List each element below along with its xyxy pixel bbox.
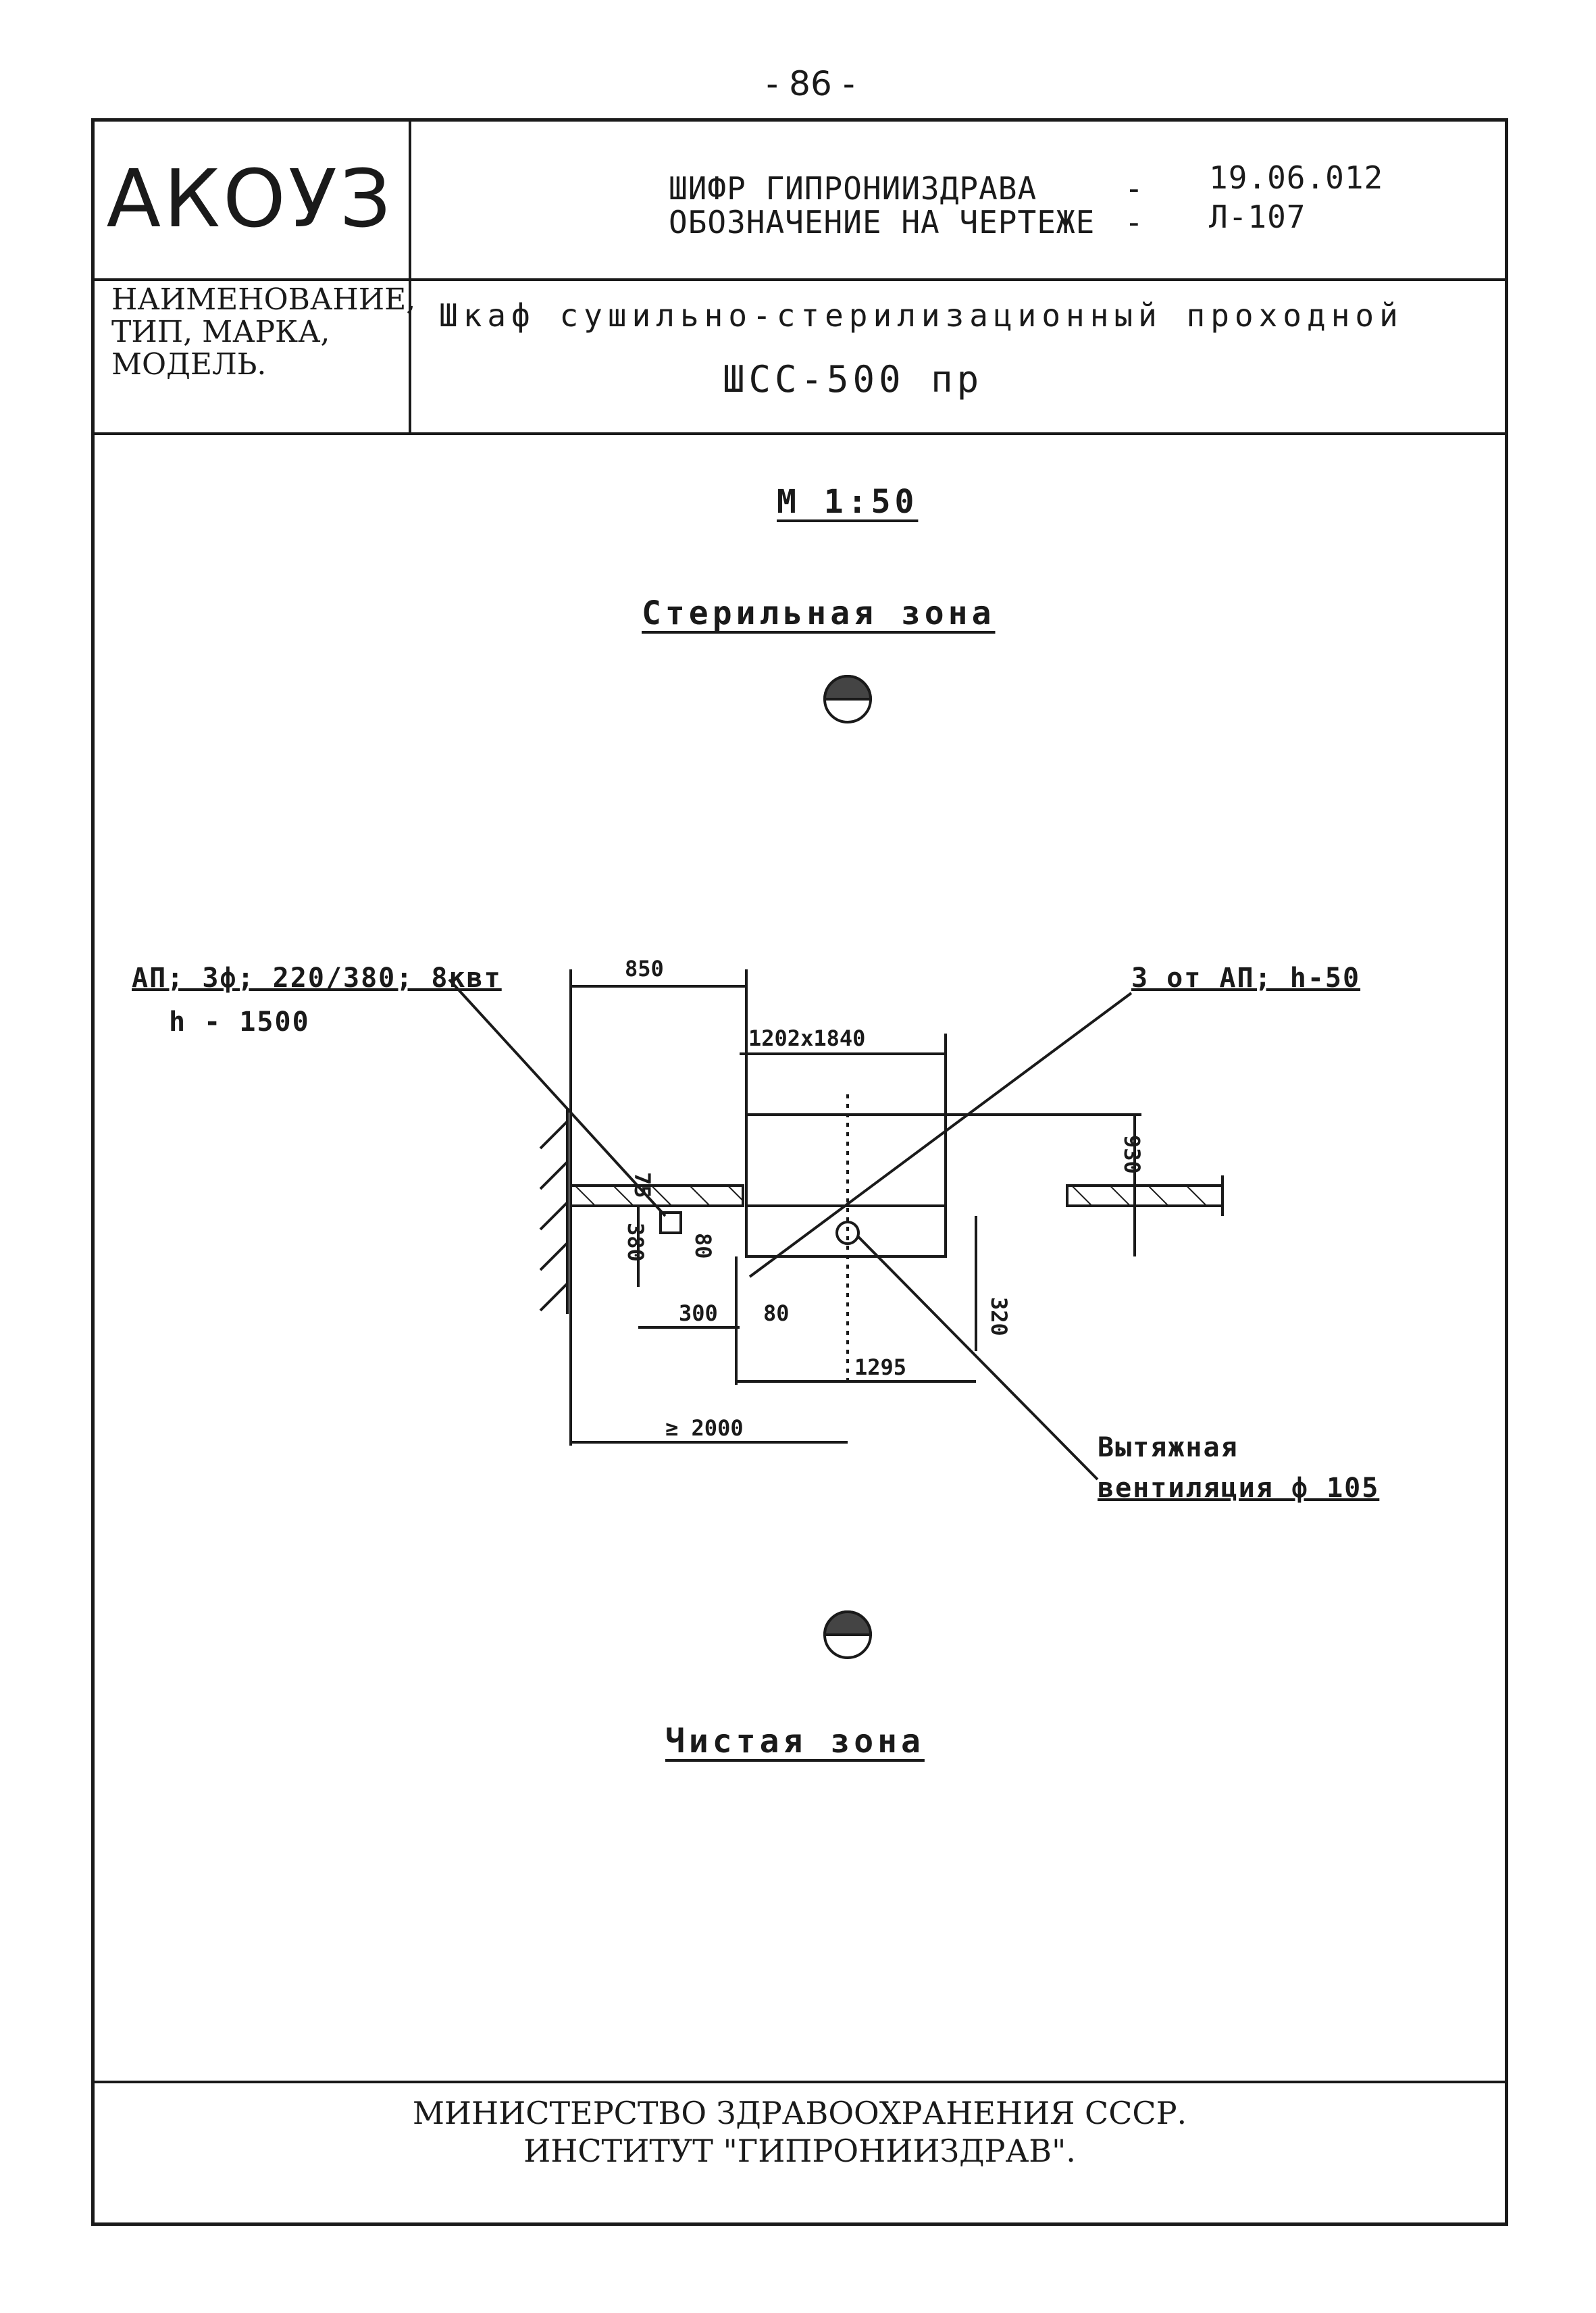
drawing-frame — [91, 118, 1508, 2226]
designation-label: ОБОЗНАЧЕНИЕ НА ЧЕРТЕЖЕ — [669, 204, 1096, 240]
vent-duct — [835, 1221, 860, 1245]
footer-divider — [91, 2081, 1508, 2083]
dim-1295-label: 1295 — [854, 1354, 906, 1380]
footer-institute: ИНСТИТУТ "ГИПРОНИИЗДРАВ". — [523, 2133, 1076, 2169]
dim-75-label: 75 — [629, 1172, 655, 1198]
equipment-title: Шкаф сушильно-стерилизационный проходной — [439, 297, 1404, 334]
cabinet-outline — [745, 1113, 947, 1258]
designation-value: Л-107 — [1209, 199, 1306, 235]
dim-300-label: 300 — [679, 1300, 718, 1326]
name-label-line: ТИП, МАРКА, — [111, 315, 330, 349]
org-code: АКОУЗ — [106, 152, 394, 245]
dim-320-label: 320 — [986, 1297, 1012, 1336]
sterile-zone-marker — [823, 675, 873, 723]
cipher-value: 19.06.012 — [1209, 159, 1384, 196]
cabinet-lower-outline — [745, 1204, 947, 1258]
dim-80-vertical-label: 80 — [690, 1233, 716, 1259]
dim-930-label: 930 — [1119, 1135, 1145, 1174]
dim-850-label: 850 — [625, 956, 664, 982]
vent-note-line2: вентиляция ф 105 — [1098, 1473, 1380, 1504]
drawing-scale: М 1:50 — [777, 483, 919, 521]
name-label-line: НАИМЕНОВАНИЕ, — [111, 282, 416, 317]
cipher-label: ШИФР ГИПРОНИИЗДРАВА — [669, 170, 1037, 207]
header-divider-2 — [91, 432, 1508, 435]
partition-wall-left — [569, 1184, 744, 1207]
clean-zone-label: Чистая зона — [665, 1723, 925, 1760]
dim-2000-label: ≥ 2000 — [665, 1415, 744, 1441]
cipher-dash: - — [1125, 170, 1144, 207]
clean-zone-marker — [823, 1610, 873, 1659]
power-supply-note: АП; 3ф; 220/380; 8квт — [132, 963, 502, 994]
water-leader-line — [748, 992, 1133, 1278]
vent-leader-line — [856, 1235, 1099, 1481]
dim-80-horizontal-label: 80 — [763, 1300, 790, 1326]
footer-block: МИНИСТЕРСТВО ЗДРАВООХРАНЕНИЯ СССР. ИНСТИ… — [91, 2094, 1508, 2170]
header-vertical-divider — [409, 118, 411, 435]
name-label: НАИМЕНОВАНИЕ, ТИП, МАРКА, МОДЕЛЬ. — [111, 284, 415, 381]
side-wall-hatch — [539, 1120, 569, 1312]
equipment-model: ШСС-500 пр — [723, 358, 983, 401]
footer-ministry: МИНИСТЕРСТВО ЗДРАВООХРАНЕНИЯ СССР. — [412, 2095, 1187, 2131]
partition-wall-right — [1066, 1184, 1224, 1207]
power-socket — [659, 1211, 682, 1234]
header-divider-1 — [91, 278, 1508, 281]
name-label-line: МОДЕЛЬ. — [111, 347, 267, 382]
water-supply-note: 3 от АП; h-50 — [1131, 963, 1361, 994]
designation-dash: - — [1125, 204, 1144, 240]
page-number: - 86 - — [766, 64, 855, 103]
power-height-note: h - 1500 — [169, 1007, 310, 1038]
power-leader-line — [448, 978, 667, 1217]
dim-1202x1840-label: 1202x1840 — [748, 1025, 865, 1051]
vent-note-line1: Вытяжная — [1098, 1432, 1239, 1463]
dim-380-label: 380 — [623, 1223, 648, 1262]
sterile-zone-label: Стерильная зона — [642, 594, 996, 632]
